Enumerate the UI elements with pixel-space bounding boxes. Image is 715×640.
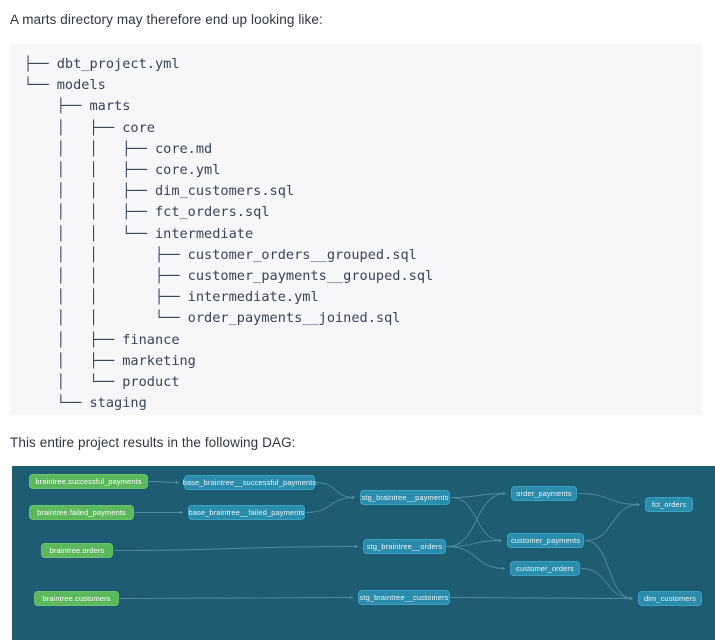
dag-edge-braintree_successful_payments-to-base_braintree__successful_payments: [148, 481, 180, 483]
dag-node-label: braintree.failed_payments: [37, 507, 126, 517]
dag-edge-arrowhead: [349, 595, 353, 600]
dag-edge-stg_braintree__orders-to-customer_payments: [446, 540, 503, 547]
dag-edge-customer_orders-to-dim_customers: [580, 568, 634, 599]
dag-edge-base_braintree__successful_payments-to-stg_braintree__payments: [315, 482, 356, 498]
dag-node-dim_customers[interactable]: dim_customers: [638, 591, 702, 606]
dag-edge-customer_payments-to-fct_orders: [584, 504, 641, 541]
dag-node-label: base_braintree__failed_payments: [188, 507, 305, 517]
dag-node-label: stg_braintree__orders: [366, 541, 443, 551]
dag-diagram: braintree.successful_payments braintree.f…: [12, 466, 715, 640]
dag-edge-arrowhead: [502, 491, 506, 496]
dag-node-base_braintree__successful_payments[interactable]: base_braintree__successful_payments: [182, 475, 317, 490]
dag-edge-stg_braintree__payments-to-order_payments: [450, 493, 507, 498]
dag-edge-order_payments-to-fct_orders: [577, 493, 641, 505]
dag-node-customer_orders[interactable]: customer_orders: [510, 561, 580, 576]
dag-node-label: dim_customers: [643, 593, 697, 603]
dag-node-label: stg_braintree__customers: [359, 592, 449, 602]
dag-node-stg_braintree__orders[interactable]: stg_braintree__orders: [363, 539, 446, 554]
dag-node-label: braintree.orders: [49, 545, 105, 555]
dag-edges-layer: [113, 480, 641, 601]
dag-edge-arrowhead: [501, 566, 505, 571]
dag-node-customer_payments[interactable]: customer_payments: [507, 533, 584, 548]
dag-edge-stg_braintree__orders-to-order_payments: [446, 493, 507, 547]
dag-node-fct_orders[interactable]: fct_orders: [645, 497, 693, 512]
dag-edge-stg_braintree__customers-to-dim_customers: [450, 597, 634, 599]
dag-node-label: braintree.successful_payments: [35, 476, 142, 486]
dag-edge-arrowhead: [498, 538, 502, 543]
dag-node-label: braintree.customers: [42, 593, 111, 603]
directory-tree-content: ├── dbt_project.yml └── models ├── marts…: [24, 56, 434, 412]
dag-edge-arrowhead: [175, 480, 179, 485]
dag-edge-braintree_orders-to-stg_braintree__orders: [113, 546, 359, 551]
dag-edge-base_braintree__failed_payments-to-stg_braintree__payments: [305, 497, 356, 513]
intro-paragraph: A marts directory may therefore end up l…: [10, 12, 323, 27]
dag-node-label: order_payments: [516, 488, 572, 498]
dag-node-label: customer_payments: [510, 535, 581, 545]
dag-node-braintree_customers[interactable]: braintree.customers: [34, 591, 119, 606]
dag-edge-arrowhead: [179, 510, 183, 515]
dag-node-label: fct_orders: [651, 499, 687, 509]
dag-node-stg_braintree__customers[interactable]: stg_braintree__customers: [358, 590, 450, 605]
dag-node-braintree_failed_payments[interactable]: braintree.failed_payments: [29, 505, 134, 520]
directory-tree-code-block: ├── dbt_project.yml └── models ├── marts…: [10, 44, 702, 415]
dag-node-order_payments[interactable]: order_payments: [511, 486, 577, 501]
dag-edge-arrowhead: [351, 495, 355, 500]
dag-edge-arrowhead: [629, 596, 633, 601]
dag-node-base_braintree__failed_payments[interactable]: base_braintree__failed_payments: [188, 505, 305, 520]
dag-edge-arrowhead: [354, 544, 358, 549]
dag-edge-braintree_customers-to-stg_braintree__customers: [119, 597, 354, 599]
dag-node-label: customer_orders: [516, 563, 574, 573]
dag-caption: This entire project results in the follo…: [10, 435, 296, 450]
dag-edge-arrowhead: [636, 502, 640, 507]
dag-node-braintree_successful_payments[interactable]: braintree.successful_payments: [29, 474, 148, 489]
dag-node-label: base_braintree__successful_payments: [182, 477, 317, 487]
dag-edge-customer_payments-to-dim_customers: [584, 540, 634, 599]
dag-node-braintree_orders[interactable]: braintree.orders: [41, 543, 113, 558]
dag-edge-stg_braintree__orders-to-customer_orders: [446, 546, 506, 569]
dag-node-label: stg_braintree__payments: [361, 492, 449, 502]
dag-node-stg_braintree__payments[interactable]: stg_braintree__payments: [360, 490, 450, 505]
